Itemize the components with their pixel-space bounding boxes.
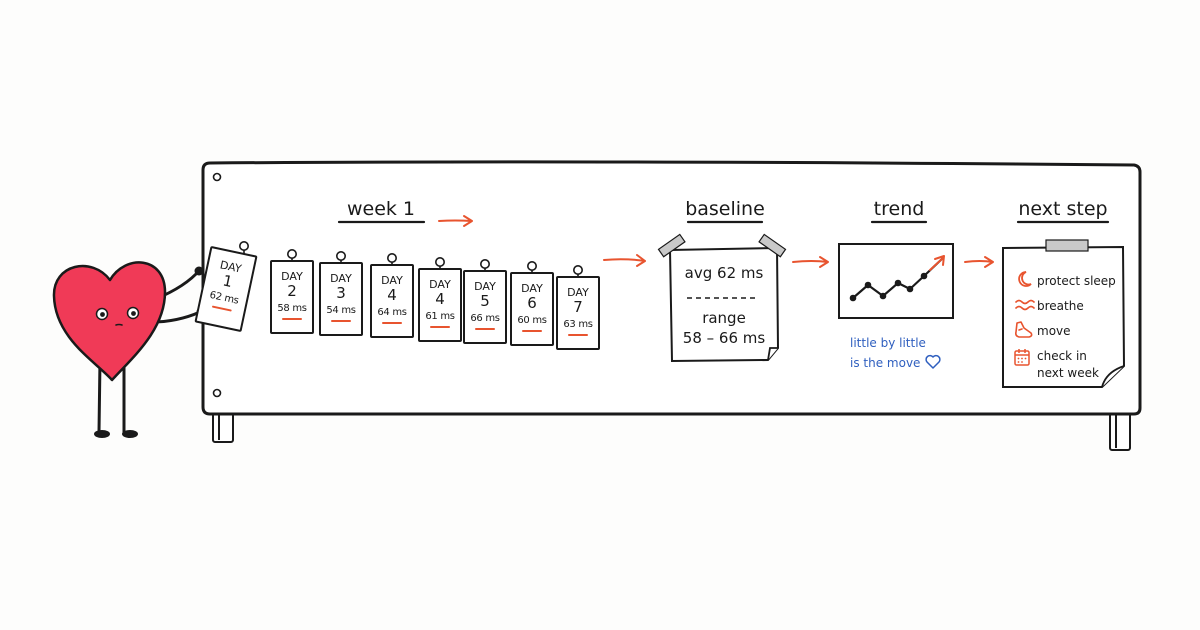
trend-caption-line-2: is the move: [850, 356, 921, 370]
value-underline: [475, 328, 495, 330]
day-label: DAY: [381, 274, 403, 287]
baseline-avg: avg 62 ms: [684, 264, 764, 282]
value-underline: [282, 318, 302, 320]
day-value: 54 ms: [326, 305, 356, 316]
small-heart-icon: [925, 354, 941, 369]
trend-heading: trend: [873, 198, 925, 220]
day-number: 4: [387, 286, 397, 304]
day-number: 3: [336, 284, 346, 302]
day-value: 63 ms: [563, 319, 593, 330]
day-label: DAY: [429, 278, 451, 291]
value-underline: [568, 334, 588, 336]
day-value: 58 ms: [277, 303, 307, 314]
next-step-item: move: [1037, 324, 1071, 338]
day-number: 7: [573, 298, 583, 316]
week-heading: week 1: [346, 198, 416, 220]
board-legs: [212, 409, 1131, 451]
value-underline: [211, 305, 232, 312]
next-step-item: check in: [1037, 349, 1087, 363]
value-underline: [430, 326, 450, 328]
day-number: 4: [435, 290, 445, 308]
board-screws: [212, 172, 222, 398]
next-step-item: breathe: [1037, 299, 1084, 313]
next-step-note: [1002, 239, 1126, 388]
value-underline: [331, 320, 351, 322]
shoe-icon: [1015, 321, 1033, 338]
next-step-item: protect sleep: [1037, 274, 1116, 288]
calendar-icon: [1014, 349, 1030, 366]
baseline-range-label: range: [702, 309, 746, 327]
trend-chart: [838, 243, 954, 319]
trend-caption-line-1: little by little: [850, 336, 926, 350]
day-label: DAY: [474, 280, 496, 293]
day-value: 64 ms: [377, 307, 407, 318]
day-value: 66 ms: [470, 313, 500, 324]
day-number: 5: [480, 292, 490, 310]
value-underline: [522, 330, 542, 332]
day-label: DAY: [330, 272, 352, 285]
day-label: DAY: [521, 282, 543, 295]
day-label: DAY: [281, 270, 303, 283]
day-value: 61 ms: [425, 311, 455, 322]
value-underline: [382, 322, 402, 324]
baseline-heading: baseline: [685, 198, 765, 220]
baseline-range-value: 58 – 66 ms: [682, 329, 766, 347]
day-number: 2: [287, 282, 297, 300]
day-label: DAY: [567, 286, 589, 299]
day-number: 6: [527, 294, 537, 312]
moon-icon: [1018, 271, 1032, 287]
next-step-heading: next step: [1018, 198, 1108, 220]
pin-icon: [572, 264, 583, 280]
flow-arrows: [438, 215, 994, 268]
day-value: 60 ms: [517, 315, 547, 326]
next-step-item: next week: [1037, 366, 1099, 380]
wave-icon: [1015, 299, 1035, 311]
baseline-note: [657, 233, 787, 363]
heart-character: [52, 261, 206, 438]
